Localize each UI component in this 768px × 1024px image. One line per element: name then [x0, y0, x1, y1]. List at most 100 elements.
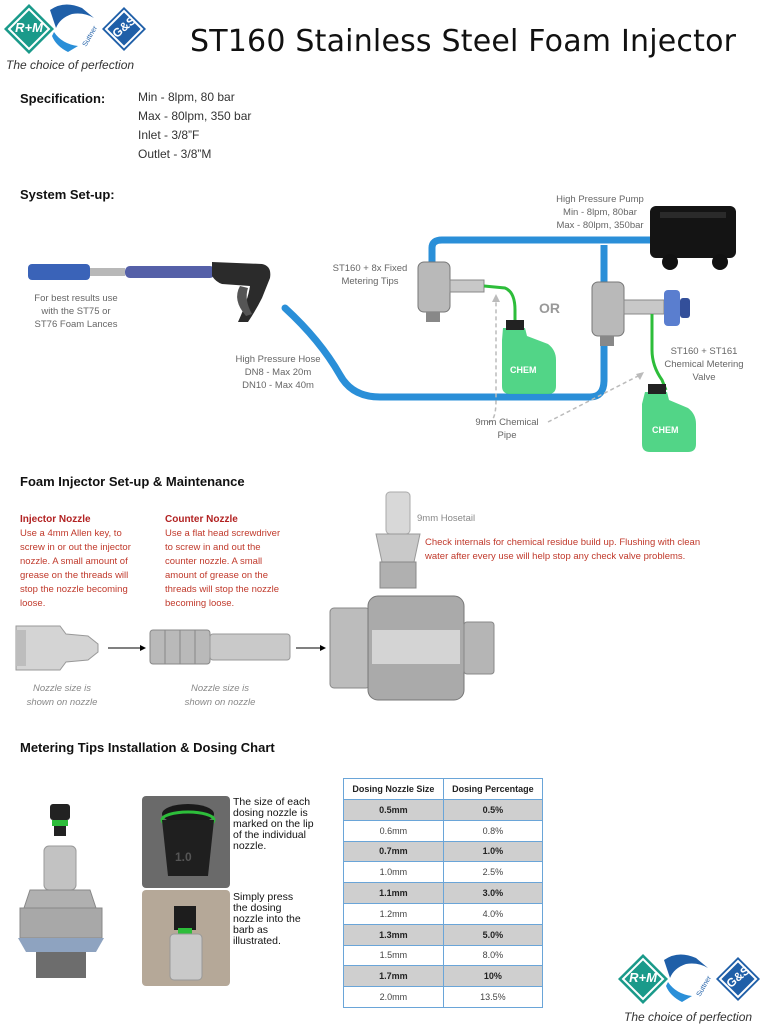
hose-label-line: High Pressure Hose [235, 354, 321, 365]
table-cell: 4.0% [442, 902, 544, 925]
text-line: nozzle. A small amount of [20, 556, 128, 567]
text-line: of the individual [233, 829, 306, 841]
system-diagram [0, 190, 768, 460]
spec-list: Min - 8lpm, 80 bar Max - 80lpm, 350 bar … [138, 88, 251, 164]
lance-label-line: with the ST75 or [41, 306, 111, 317]
text-line: Simply press [233, 891, 294, 903]
table-cell: 0.5mm [343, 799, 444, 821]
lance-nozzle [28, 264, 90, 280]
table-cell: 5.0% [442, 923, 544, 946]
table-header: Dosing Percentage [442, 778, 544, 800]
svg-text:Suttner: Suttner [696, 974, 714, 998]
injector-nozzle-title: Injector Nozzle [20, 514, 91, 525]
table-cell: 2.0mm [343, 986, 444, 1008]
metering-caption-2: Simply press the dosing nozzle into the … [233, 892, 343, 947]
fixed-tips-label-line: ST160 + 8x Fixed [332, 263, 408, 274]
metering-caption-1: The size of each dosing nozzle is marked… [233, 797, 343, 852]
dosing-table-wrap: Dosing Nozzle Size Dosing Percentage 0.5… [343, 778, 544, 1008]
metering-images [0, 790, 330, 990]
text-line: Check internals for chemical residue bui… [425, 537, 701, 548]
table-header: Dosing Nozzle Size [343, 778, 444, 800]
text-line: loose. [20, 598, 46, 609]
text-line: barb as [233, 924, 269, 936]
text-line: The size of each [233, 796, 311, 808]
chem-bottle-label: CHEM [510, 365, 537, 375]
counter-nozzle-title: Counter Nozzle [165, 514, 238, 525]
fixed-tips-label-line: Metering Tips [341, 276, 399, 287]
valve-label-line: ST160 + ST161 [670, 346, 738, 357]
table-cell: 10% [442, 965, 544, 988]
tagline-bottom: The choice of perfection [624, 1010, 753, 1024]
valve-label: ST160 + ST161 Chemical Metering Valve [654, 345, 754, 384]
logo-text-rm: R+M [15, 20, 43, 35]
maintenance-diagram [0, 490, 768, 710]
text-line: marked on the lip [233, 818, 314, 830]
table-cell: 0.6mm [343, 819, 444, 842]
text-line: Use a 4mm Allen key, to [20, 528, 122, 539]
spec-line: Min - 8lpm, 80 bar [138, 90, 235, 104]
text-line: screw in or out the injector [20, 542, 131, 553]
text-line: the dosing [233, 902, 282, 914]
lance-label-line: ST76 Foam Lances [34, 319, 118, 330]
text-line: Nozzle size is [32, 683, 92, 694]
table-cell: 1.7mm [343, 965, 444, 988]
tagline-top: The choice of perfection [6, 58, 135, 72]
text-line: water after every use will help stop any… [425, 551, 686, 562]
text-line: shown on nozzle [26, 697, 98, 708]
spec-line: Max - 80lpm, 350 bar [138, 109, 252, 123]
nozzle-note: Nozzle size is shown on nozzle [14, 682, 110, 710]
fixed-tips-label: ST160 + 8x Fixed Metering Tips [322, 262, 418, 288]
pump-label: High Pressure Pump Min - 8lpm, 80bar Max… [540, 193, 660, 232]
svg-text:Suttner: Suttner [82, 24, 100, 48]
chem-pipe-label-line: Pipe [497, 430, 517, 441]
or-label: OR [539, 300, 560, 316]
text-line: Nozzle size is [190, 683, 250, 694]
setup-heading: System Set-up: [20, 187, 115, 202]
spec-heading: Specification: [20, 91, 106, 106]
valve-label-line: Valve [692, 372, 716, 383]
chem-pipe-label-line: 9mm Chemical [475, 417, 539, 428]
chem-pipe-label: 9mm Chemical Pipe [470, 416, 544, 442]
table-cell: 1.0mm [343, 861, 444, 884]
text-line: illustrated. [233, 935, 281, 947]
spec-line: Inlet - 3/8”F [138, 128, 200, 142]
lance-label-line: For best results use [34, 293, 118, 304]
injector-nozzle-text: Use a 4mm Allen key, to screw in or out … [20, 527, 160, 611]
hose-label-line: DN10 - Max 40m [242, 380, 314, 391]
table-cell: 13.5% [442, 986, 544, 1008]
metering-heading: Metering Tips Installation & Dosing Char… [20, 740, 275, 755]
hosetail-label: 9mm Hosetail [417, 513, 476, 524]
nozzle-note: Nozzle size is shown on nozzle [172, 682, 268, 710]
nozzle-size-mark: 1.0 [175, 850, 192, 864]
maint-heading: Foam Injector Set-up & Maintenance [20, 474, 245, 489]
text-line: amount of grease on the [165, 570, 268, 581]
table-cell: 0.7mm [343, 840, 444, 863]
hose-label: High Pressure Hose DN8 - Max 20m DN10 - … [228, 353, 328, 392]
text-line: grease on the threads will [20, 570, 129, 581]
brand-logo-bottom: Suttner R+M G&S [616, 952, 766, 1010]
text-line: Use a flat head screwdriver [165, 528, 281, 539]
text-line: counter nozzle. A small [165, 556, 263, 567]
table-cell: 1.3mm [343, 923, 444, 946]
text-line: nozzle. [233, 840, 267, 852]
pump-label-line: High Pressure Pump [556, 194, 644, 205]
page-title: ST160 Stainless Steel Foam Injector [190, 24, 737, 59]
table-cell: 2.5% [442, 861, 544, 884]
table-cell: 1.2mm [343, 902, 444, 925]
hose-label-line: DN8 - Max 20m [244, 367, 312, 378]
counter-nozzle-text: Use a flat head screwdriver to screw in … [165, 527, 305, 611]
table-cell: 8.0% [442, 944, 544, 967]
brand-logo-top: Suttner R+M G&S [2, 2, 152, 60]
pump-label-line: Min - 8lpm, 80bar [563, 207, 637, 218]
text-line: becoming loose. [165, 598, 235, 609]
text-line: to screw in and out the [165, 542, 261, 553]
